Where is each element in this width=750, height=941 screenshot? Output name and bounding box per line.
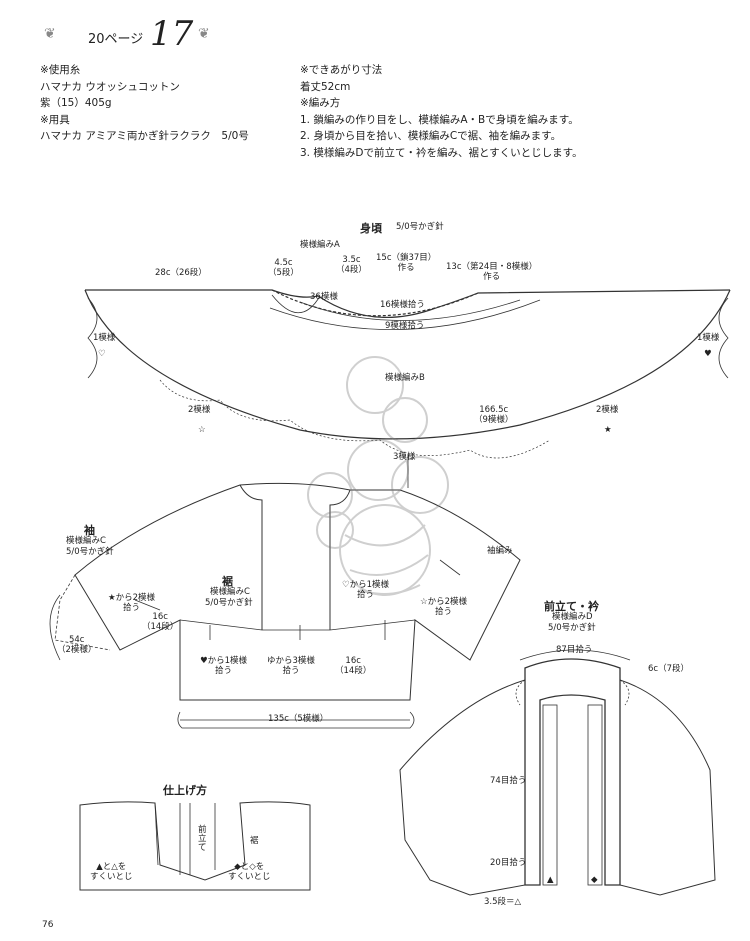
star-solid-icon: ★ bbox=[604, 425, 612, 435]
finish-title: 仕上げ方 bbox=[163, 784, 207, 797]
garment-neck bbox=[239, 484, 351, 630]
triangle-solid-icon: ▲ bbox=[547, 875, 554, 885]
band-s87: 87目拾う bbox=[556, 645, 593, 655]
sleeve-title: 袖 bbox=[84, 524, 95, 537]
body-lower-arc bbox=[84, 289, 731, 440]
band-strip-left bbox=[542, 704, 558, 886]
finish-front: 前 立 て bbox=[198, 825, 207, 853]
band-pattern: 模様編みD bbox=[552, 612, 593, 622]
method-step: 3. 模様編みDで前立て・衿を編み、裾とすくいとじします。 bbox=[300, 146, 583, 159]
yarn-color: 紫（15）405g bbox=[40, 97, 112, 109]
body-c1665: 166.5c （9模様） bbox=[474, 405, 514, 425]
sleeve-hook: 5/0号かぎ針 bbox=[66, 547, 114, 557]
yarn-name: ハマナカ ウオッシュコットン bbox=[40, 80, 180, 93]
band-title: 前立て・衿 bbox=[544, 600, 599, 613]
body-m3: 3模様 bbox=[393, 452, 416, 462]
body-m1-left: 1模様 bbox=[93, 333, 116, 343]
finish-right-note: ◆と◇を すくいとじ bbox=[228, 862, 271, 882]
band-s35: 3.5段＝△ bbox=[484, 897, 522, 907]
heart-solid-icon: ♥ bbox=[704, 349, 712, 359]
hem-heart-pick: ♥から1模様 拾う bbox=[200, 656, 248, 676]
body-scallop-lower bbox=[159, 379, 551, 459]
band-garment-outline-r bbox=[619, 679, 716, 896]
method-block: ※できあがり寸法 着丈52cm ※編み方 1. 鎖編みの作り目をし、模様編みA・… bbox=[300, 62, 583, 161]
tools-text: ハマナカ アミアミ両かぎ針ラクラク 5/0号 bbox=[40, 130, 249, 142]
sleeve-c54: 54c （2模様） bbox=[57, 635, 97, 655]
garment-hem-line bbox=[179, 619, 416, 631]
band-s20: 20目拾う bbox=[490, 858, 527, 868]
hem-sleeve-tag: 袖編み bbox=[487, 546, 513, 556]
method-step: 1. 鎖編みの作り目をし、模様編みA・Bで身頃を編みます。 bbox=[300, 113, 579, 126]
yoke-curve-9 bbox=[269, 299, 541, 331]
sleeve-pattern: 模様編みC bbox=[66, 536, 106, 546]
hem-hook: 5/0号かぎ針 bbox=[205, 598, 253, 608]
heart-open-icon: ♡ bbox=[98, 349, 106, 359]
body-p16: 16模様拾う bbox=[380, 300, 425, 310]
tools-heading: ※用具 bbox=[40, 113, 70, 126]
finished-heading: ※できあがり寸法 bbox=[300, 64, 383, 76]
yoke-neck-inner bbox=[271, 289, 479, 317]
ornament-left: ❦ bbox=[44, 26, 56, 42]
body-scallop-left bbox=[87, 297, 98, 379]
body-w28: 28c（26段） bbox=[155, 268, 207, 278]
method-heading: ※編み方 bbox=[300, 97, 341, 109]
body-w35: 3.5c （4段） bbox=[336, 255, 367, 275]
method-step: 2. 身頃から目を拾い、模様編みCで裾、袖を編みます。 bbox=[300, 130, 562, 142]
hem-pattern: 模様編みC bbox=[210, 587, 250, 597]
diamond-solid-icon: ◆ bbox=[591, 875, 598, 885]
hem-heartopen-pick: ♡から1模様 拾う bbox=[342, 580, 390, 600]
collar-inner bbox=[539, 700, 606, 885]
band-s74: 74目拾う bbox=[490, 776, 527, 786]
materials-block: ※使用糸 ハマナカ ウオッシュコットン 紫（15）405g ※用具 ハマナカ ア… bbox=[40, 62, 249, 145]
body-w15: 15c（鎖37目） 作る bbox=[376, 253, 437, 273]
star-open-icon: ☆ bbox=[198, 425, 206, 435]
band-garment-outline bbox=[399, 679, 526, 896]
yoke-curve-16 bbox=[299, 299, 521, 321]
finished-length: 着丈52cm bbox=[300, 80, 351, 93]
body-w13: 13c（第24目・8模様） 作る bbox=[446, 262, 538, 282]
hem-sun-pick: ゆから3模様 拾う bbox=[267, 656, 315, 676]
pattern-number: 17 bbox=[150, 14, 194, 54]
body-p9: 9模様拾う bbox=[385, 321, 425, 331]
ornament-right: ❦ bbox=[198, 26, 210, 42]
band-hook: 5/0号かぎ針 bbox=[548, 623, 596, 633]
finish-hem: 裾 bbox=[250, 836, 259, 846]
sleeve-star-pick: ★から2模様 拾う bbox=[108, 593, 156, 613]
hem-c16: 16c （14段） bbox=[335, 656, 372, 676]
body-scallop-right bbox=[718, 297, 729, 379]
body-m2-left: 2模様 bbox=[188, 405, 211, 415]
body-hook: 5/0号かぎ針 bbox=[396, 222, 444, 232]
hem-staropen-pick: ☆から2模様 拾う bbox=[420, 597, 468, 617]
yarn-heading: ※使用糸 bbox=[40, 64, 81, 76]
page-folio: 76 bbox=[42, 920, 54, 930]
band-strip-right bbox=[587, 704, 603, 886]
sleeve-c16: 16c （14段） bbox=[142, 612, 179, 632]
collar-87-arc bbox=[519, 649, 631, 661]
garment-outline bbox=[74, 482, 521, 701]
body-pattern-a: 模様編みA bbox=[300, 240, 340, 250]
finish-outline bbox=[79, 801, 311, 891]
yoke-curve-36 bbox=[271, 294, 321, 313]
body-m1-right: 1模様 bbox=[697, 333, 720, 343]
band-s6c: 6c（7段） bbox=[648, 664, 689, 674]
finish-front-band bbox=[154, 802, 216, 875]
hem-135-shape bbox=[177, 711, 415, 729]
finish-left-note: ▲と△を すくいとじ bbox=[90, 862, 133, 882]
garment-sleeve-l bbox=[54, 574, 111, 651]
hem-title: 裾 bbox=[222, 575, 233, 588]
body-p36: 36模様 bbox=[310, 292, 338, 302]
page-reference: 20ページ bbox=[88, 32, 144, 47]
hem-c135: 135c（5模様） bbox=[268, 714, 329, 724]
body-w45: 4.5c （5段） bbox=[268, 258, 299, 278]
body-title: 身頃 bbox=[360, 222, 382, 235]
sleeve-measure bbox=[49, 594, 61, 661]
body-m2-right: 2模様 bbox=[596, 405, 619, 415]
body-pattern-b: 模様編みB bbox=[385, 373, 425, 383]
